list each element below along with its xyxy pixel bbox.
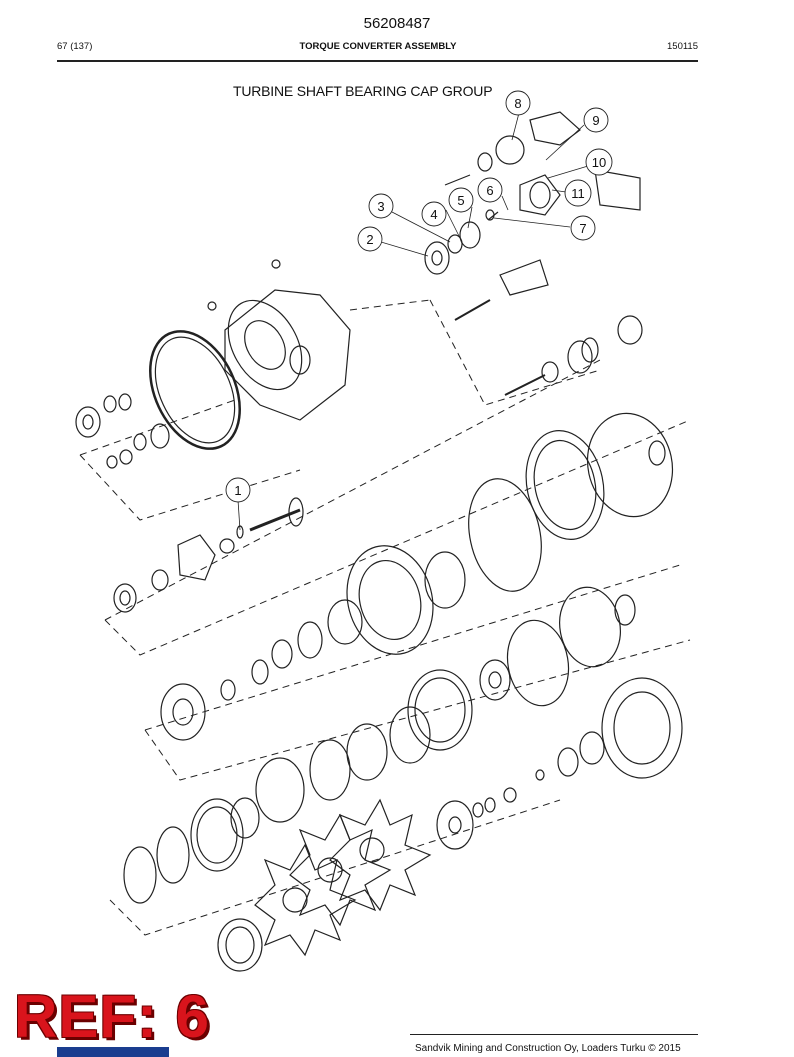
- callout-8: [505, 90, 531, 116]
- footer-rule: [410, 1034, 698, 1035]
- callout-label: 11: [571, 186, 585, 201]
- brand-logo: [57, 1047, 169, 1057]
- callout-label: 10: [592, 155, 606, 170]
- header-rule: [57, 60, 698, 62]
- callout-9: [583, 107, 609, 133]
- callout-markers: 1 2 3 4 5 6 7 8 9 10 11: [225, 90, 613, 531]
- callout-label: 9: [592, 113, 599, 128]
- revision-code: 150115: [667, 41, 698, 52]
- callout-3: [368, 193, 394, 219]
- callout-label: 5: [457, 193, 464, 208]
- copyright-footer: Sandvik Mining and Construction Oy, Load…: [415, 1043, 681, 1054]
- callout-label: 3: [377, 199, 384, 214]
- callout-6: [477, 177, 503, 203]
- callout-2: [357, 226, 383, 252]
- clutch-star-plates: [254, 798, 432, 957]
- callout-7: [570, 215, 596, 241]
- callout-1: [225, 477, 251, 503]
- callout-label: 6: [486, 183, 493, 198]
- callout-11: [564, 179, 592, 207]
- callout-label: 7: [579, 221, 586, 236]
- ref-stamp: REF: 6: [14, 983, 211, 1050]
- callout-10: [585, 148, 613, 176]
- callout-label: 1: [234, 483, 241, 498]
- document-number: 56208487: [363, 15, 431, 32]
- callout-label: 4: [430, 207, 437, 222]
- converter-housing: [207, 259, 351, 421]
- page-indicator: 67 (137): [57, 41, 93, 52]
- callout-label: 8: [514, 96, 521, 111]
- callout-4: [421, 201, 447, 227]
- group-title: TURBINE SHAFT BEARING CAP GROUP: [233, 83, 493, 99]
- callout-label: 2: [366, 232, 373, 247]
- callout-5: [448, 187, 474, 213]
- section-title: TORQUE CONVERTER ASSEMBLY: [299, 41, 457, 52]
